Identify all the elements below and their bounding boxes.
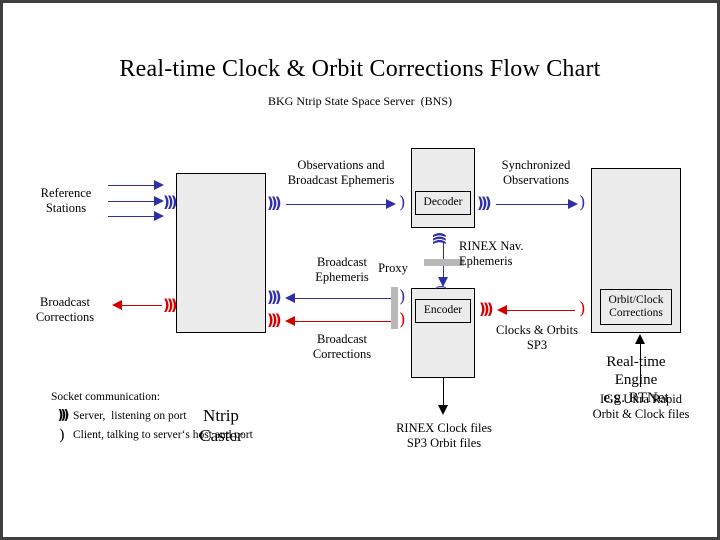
arrow-broadcast-corrections-in-head xyxy=(285,316,295,326)
arrow-broadcast-corrections-out-head xyxy=(112,300,122,310)
node-bns-encoder: Encoder xyxy=(415,299,471,323)
label-broadcast-ephemeris: Broadcast Ephemeris xyxy=(315,255,369,285)
label-rinex-clock-files: RINEX Clock files SP3 Orbit files xyxy=(396,421,492,451)
node-realtime-engine-label: Real-time Engine e.g. RTNet xyxy=(603,354,669,406)
label-rinex-nav-ephemeris: RINEX Nav. Ephemeris xyxy=(459,239,524,269)
arrow-clocks-orbits-line xyxy=(507,310,575,311)
proxy-bar-horizontal xyxy=(424,259,464,266)
orbit-clock-line1: Orbit/Clock xyxy=(608,293,664,306)
arrow-rinex-clock-files-head xyxy=(438,405,448,415)
label-broadcast-corrections-in: Broadcast Corrections xyxy=(312,332,372,362)
orbit-clock-line2: Corrections xyxy=(609,307,663,319)
page-subtitle: BKG Ntrip State Space Server (BNS) xyxy=(268,94,452,108)
legend-server-icon: ))) xyxy=(57,408,70,423)
legend: Socket communication: ))) Server, listen… xyxy=(51,391,253,447)
label-clocks-orbits-sp3: Clocks & Orbits SP3 xyxy=(496,323,578,353)
legend-server-text: Server, listening on port xyxy=(73,409,187,422)
arrow-broadcast-ephemeris-line xyxy=(295,298,398,299)
legend-row-server: ))) Server, listening on port xyxy=(51,408,253,423)
arrow-observations-head xyxy=(386,199,396,209)
arrow-ref-station-2-head xyxy=(154,196,164,206)
socket-server-icon-caster-corr: ))) xyxy=(267,311,281,329)
label-observations-and-ephemeris: Observations and Broadcast Ephemeris xyxy=(287,158,395,188)
arrow-ref-station-2-line xyxy=(108,201,154,202)
socket-server-icon-caster-obs: ))) xyxy=(267,194,281,212)
radio-transmit-icon-bnc: ))) xyxy=(432,234,449,246)
arrow-ref-station-3-head xyxy=(154,211,164,221)
socket-server-icon-bns-clocks: ))) xyxy=(479,300,493,318)
radio-receive-icon-bns: ) xyxy=(434,284,450,291)
label-broadcast-corrections-out: Broadcast Corrections xyxy=(35,295,95,325)
arrow-rinex-clock-files-line xyxy=(443,378,444,408)
arrow-clocks-orbits-head xyxy=(497,305,507,315)
label-proxy: Proxy xyxy=(378,261,408,275)
arrow-igs-ultra-rapid-line xyxy=(640,343,641,387)
socket-client-icon-bns-eph: ) xyxy=(399,287,406,307)
node-bnc: BNC xyxy=(411,148,475,318)
arrow-ref-station-1-head xyxy=(154,180,164,190)
node-orbit-clock-corrections: Orbit/Clock Corrections xyxy=(600,289,672,325)
arrow-igs-ultra-rapid-head xyxy=(635,334,645,344)
arrow-synchronized-line xyxy=(496,204,568,205)
legend-heading: Socket communication: xyxy=(51,391,160,403)
label-synchronized-observations: Synchronized Observations xyxy=(501,158,571,188)
socket-server-icon-caster-eph: ))) xyxy=(267,288,281,306)
socket-server-icon-bnc-sync: ))) xyxy=(477,194,491,212)
arrow-ref-station-1-line xyxy=(108,185,154,186)
proxy-bar-vertical xyxy=(391,287,398,329)
legend-client-icon: ) xyxy=(59,426,65,444)
arrow-ref-station-3-line xyxy=(108,216,154,217)
node-bnc-decoder: Decoder xyxy=(415,191,471,215)
socket-server-icon-caster-out: ))) xyxy=(163,296,177,314)
legend-row-client: ) Client, talking to server‘s host and p… xyxy=(51,426,253,444)
legend-client-text: Client, talking to server‘s host and por… xyxy=(73,429,253,441)
page-title: Real-time Clock & Orbit Corrections Flow… xyxy=(119,56,601,82)
socket-client-icon-rte-clocks: ) xyxy=(579,299,586,319)
arrow-synchronized-head xyxy=(568,199,578,209)
arrow-rinex-nav-head xyxy=(438,277,448,287)
node-ntrip-caster: Ntrip Caster xyxy=(176,173,266,445)
socket-client-icon-rte-sync: ) xyxy=(579,193,586,213)
arrow-broadcast-ephemeris-head xyxy=(285,293,295,303)
label-igs-ultra-rapid: IGS Ultra Rapid Orbit & Clock files xyxy=(592,392,690,422)
arrow-broadcast-corrections-out-line xyxy=(122,305,162,306)
socket-server-icon-caster-in: ))) xyxy=(163,193,177,211)
node-ntrip-caster-label: Ntrip Caster xyxy=(199,406,243,446)
arrow-observations-line xyxy=(286,204,386,205)
socket-client-icon-bns-corr: ) xyxy=(399,310,406,330)
arrow-broadcast-corrections-in-line xyxy=(295,321,398,322)
label-reference-stations: Reference Stations xyxy=(40,186,92,216)
socket-client-icon-bnc-obs: ) xyxy=(399,193,406,213)
